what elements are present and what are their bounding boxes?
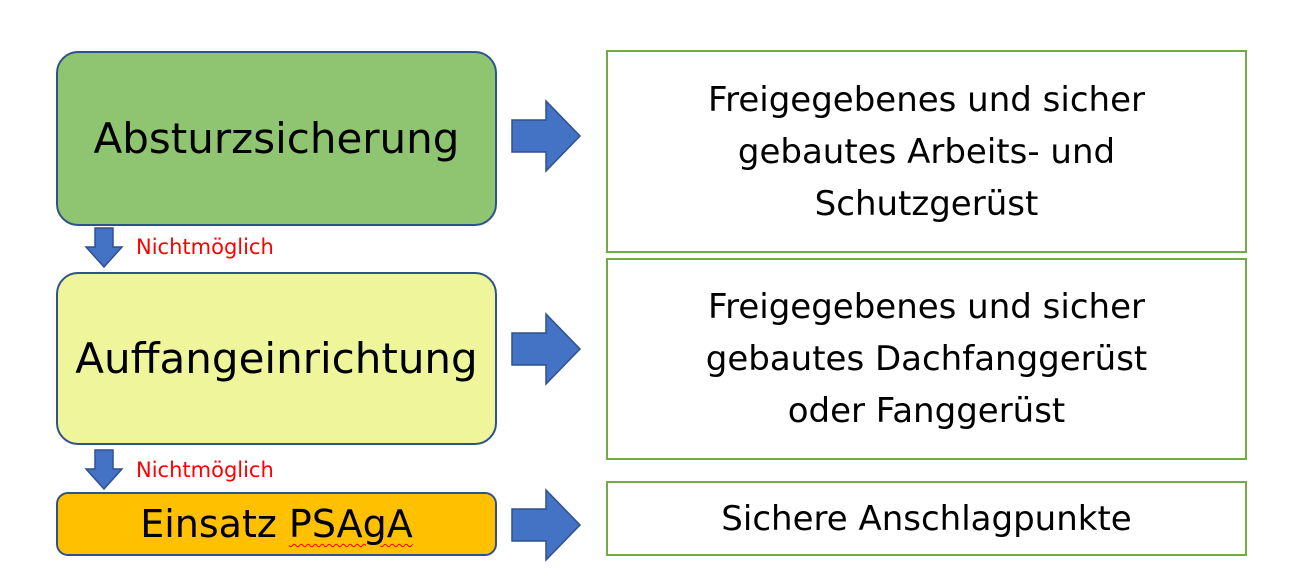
result-box-arbeitsgeruest: Freigegebenes und sicher gebautes Arbeit…: [606, 50, 1247, 253]
down-arrow-icon: [84, 227, 124, 269]
result-box-dachfanggeruest: Freigegebenes und sicher gebautes Dachfa…: [606, 258, 1247, 460]
result-line: oder Fanggerüst: [787, 391, 1066, 431]
right-arrow-icon: [511, 99, 582, 173]
step-label-psaga: Einsatz PSAgA: [140, 502, 413, 546]
step-label-psaga-prefix: Einsatz: [140, 502, 289, 546]
step-label-psaga-marked: PSAgA: [288, 502, 413, 546]
result-line: Freigegebenes und sicher: [708, 287, 1145, 327]
step-box-auffangeinrichtung: Auffangeinrichtung: [56, 272, 497, 445]
result-line: gebautes Dachfanggerüst: [705, 339, 1148, 379]
right-arrow-icon: [511, 312, 582, 386]
step-label-absturzsicherung: Absturzsicherung: [93, 114, 460, 163]
result-line: Freigegebenes und sicher: [708, 79, 1145, 120]
result-line: gebautes Arbeits- und: [737, 131, 1116, 172]
step-box-psaga: Einsatz PSAgA: [56, 492, 497, 556]
right-arrow-icon: [511, 488, 582, 562]
step-box-absturzsicherung: Absturzsicherung: [56, 51, 497, 226]
down-arrow-icon: [84, 449, 124, 491]
fallback-label: Nichtmöglich: [136, 235, 274, 259]
result-line: Sichere Anschlagpunkte: [721, 498, 1132, 539]
result-text: Freigegebenes und sicher gebautes Arbeit…: [708, 74, 1145, 230]
result-text: Freigegebenes und sicher gebautes Dachfa…: [706, 281, 1148, 437]
step-label-auffangeinrichtung: Auffangeinrichtung: [75, 334, 478, 383]
result-line: Schutzgerüst: [814, 183, 1039, 224]
result-box-anschlagpunkte: Sichere Anschlagpunkte: [606, 481, 1247, 556]
fallback-label: Nichtmöglich: [136, 458, 274, 482]
